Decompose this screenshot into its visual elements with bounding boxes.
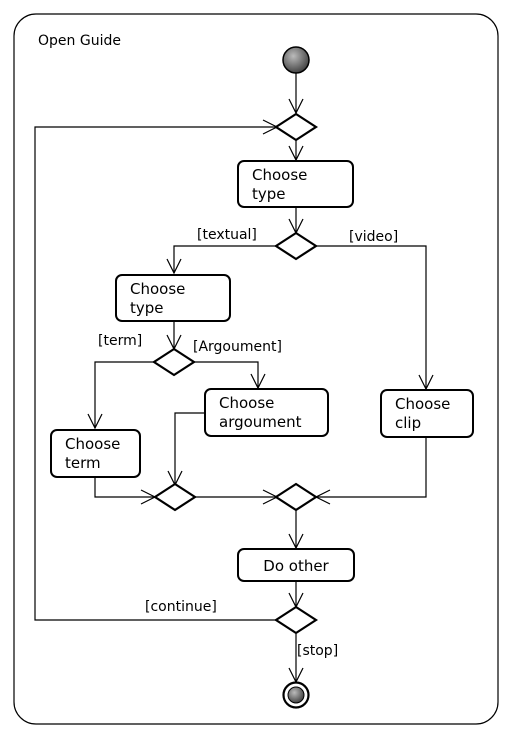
merge-node-loop: [273, 112, 319, 142]
guard-video: [video]: [349, 229, 399, 245]
final-node: [287, 686, 305, 704]
activity-frame: [13, 13, 499, 725]
flow-term-branch: [94, 361, 154, 428]
action-choose-type-textual[interactable]: Choose type: [115, 274, 231, 322]
action-label-line-1: Choose: [219, 394, 275, 412]
flow-argoument-to-merge: [174, 412, 204, 485]
guard-stop: [stop]: [297, 643, 339, 659]
guard-argoument: [Argoument]: [193, 339, 282, 355]
merge-node-textual: [152, 482, 198, 512]
action-label-line-2: clip: [395, 414, 422, 432]
flow-argoument-branch: [194, 361, 259, 388]
decision-node-continue: [273, 605, 319, 635]
frame-title: Open Guide: [38, 33, 121, 49]
initial-node: [282, 46, 310, 74]
guard-term: [term]: [98, 333, 143, 349]
flow-clip-to-merge: [316, 438, 427, 498]
action-label-line-1: Choose: [252, 166, 308, 184]
action-label-line-1: Choose: [130, 280, 186, 298]
flow-video-branch: [316, 245, 427, 389]
action-choose-clip[interactable]: Choose clip: [380, 389, 474, 438]
guard-textual: [textual]: [197, 227, 257, 243]
action-label-line-2: type: [252, 185, 286, 203]
action-label-line-2: term: [65, 454, 101, 472]
action-choose-term[interactable]: Choose term: [50, 429, 141, 478]
decision-node-textual: [151, 347, 197, 377]
action-label-line-2: argoument: [219, 413, 302, 431]
merge-node-all: [273, 482, 319, 512]
guard-continue: [continue]: [145, 599, 217, 615]
action-label-line-1: Choose: [65, 435, 121, 453]
control-flows: [34, 73, 427, 682]
flow-textual-branch: [173, 245, 276, 273]
action-choose-argoument[interactable]: Choose argoument: [204, 388, 329, 437]
action-label-line-2: type: [130, 299, 164, 317]
action-do-other[interactable]: Do other: [237, 548, 355, 582]
flow-term-to-merge: [94, 478, 155, 498]
action-choose-type[interactable]: Choose type: [237, 160, 354, 208]
flow-continue-loop: [34, 126, 277, 621]
decision-node-type: [273, 231, 319, 261]
action-label-line-1: Choose: [395, 395, 451, 413]
